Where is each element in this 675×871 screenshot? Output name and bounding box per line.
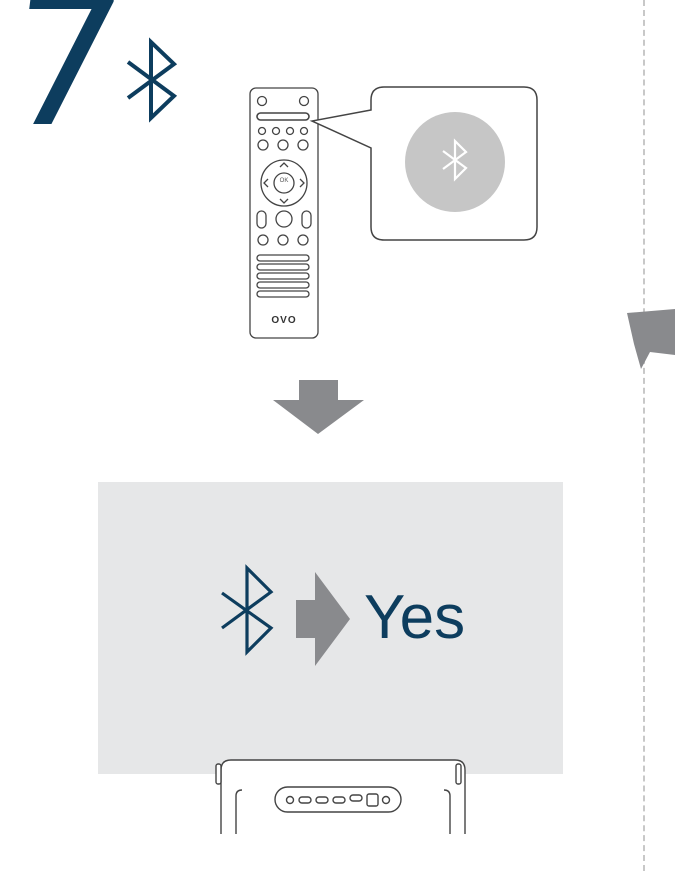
remote-control [249, 87, 319, 339]
menu-button [298, 95, 310, 107]
bluetooth-button [256, 112, 310, 121]
ok-button-label: OK [279, 178, 289, 184]
bluetooth-icon [221, 564, 274, 656]
remote-brand-logo: OVO [271, 315, 297, 326]
arrow-right-icon [627, 309, 675, 369]
power-button [256, 95, 268, 107]
yes-answer[interactable]: Yes [364, 583, 466, 652]
ok-button [273, 172, 295, 194]
projector-device [215, 759, 466, 834]
arrow-down-icon [273, 380, 364, 434]
bluetooth-icon [442, 138, 468, 182]
column-divider [643, 0, 645, 871]
bluetooth-icon [126, 37, 178, 123]
arrow-right-icon [296, 572, 350, 666]
dpad [260, 159, 308, 207]
projector-control-panel [274, 786, 402, 813]
callout-bubble [309, 86, 538, 241]
